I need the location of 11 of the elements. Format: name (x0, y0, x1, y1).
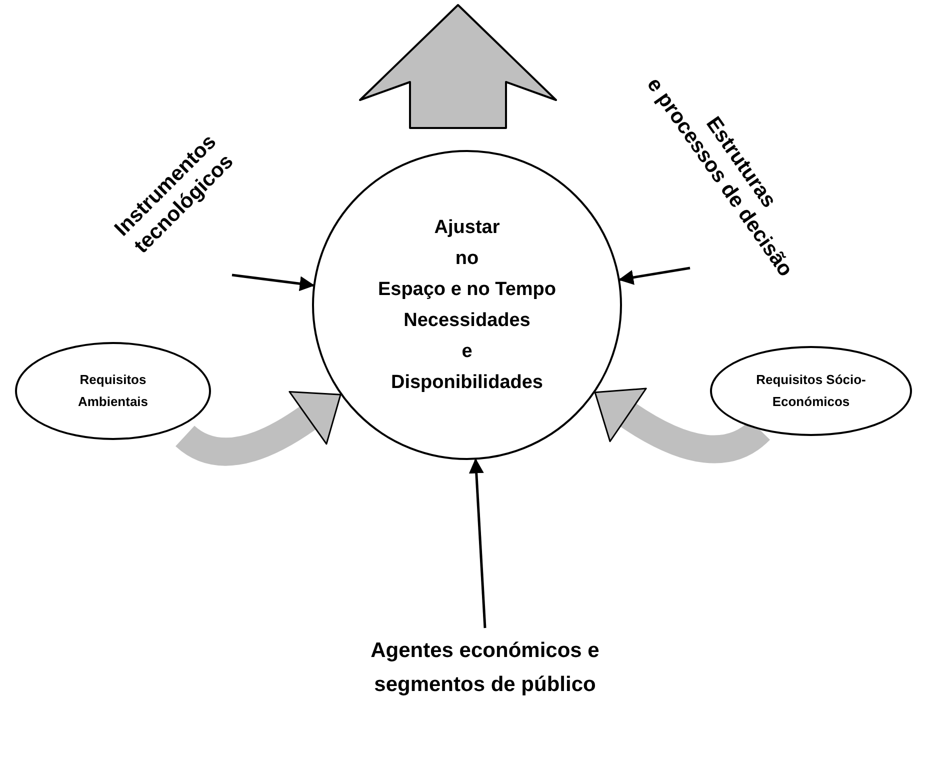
node-label: Ajustar (434, 216, 500, 240)
arrow (468, 458, 486, 628)
node-label: Requisitos Ambientais (76, 371, 150, 411)
node-label: Disponibilidades (390, 371, 544, 395)
node-label: Agentes económicos e segmentos de público (370, 638, 600, 698)
node-label: e (462, 340, 472, 364)
arrow (618, 266, 690, 285)
node-label: Espaço e no Tempo (378, 278, 556, 302)
node-label: Necessidades (404, 309, 530, 333)
node-label: Requisitos Sócio-Económicos (755, 371, 867, 411)
node-label: no (455, 247, 479, 271)
